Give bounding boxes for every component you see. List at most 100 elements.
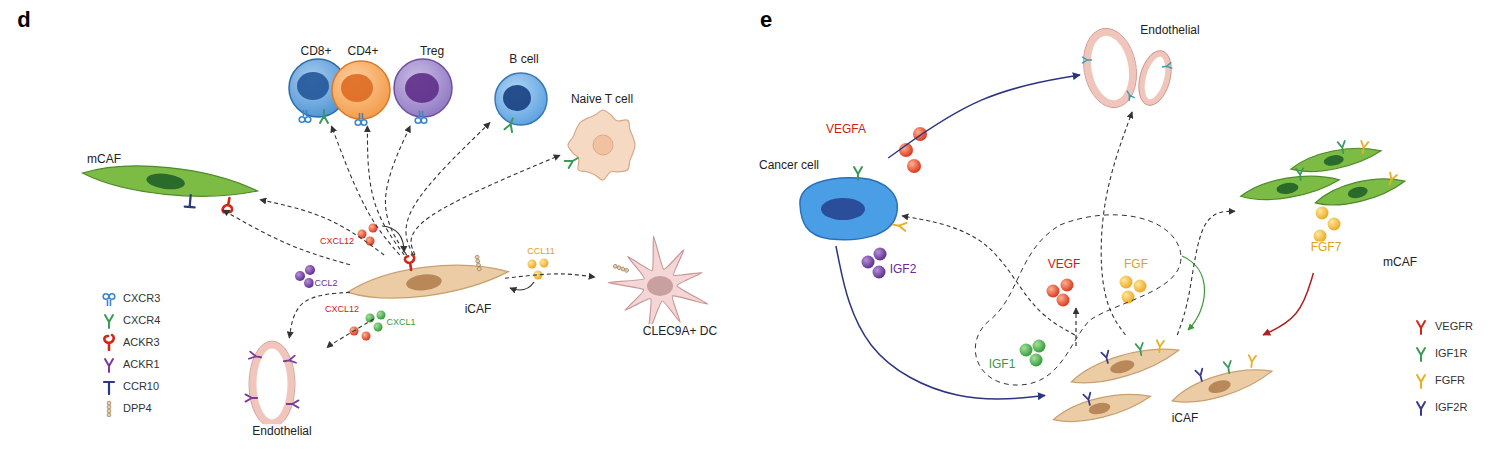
nucleus (1088, 401, 1112, 416)
vessel-wall (1137, 51, 1173, 106)
legend-row: IGF1R (1412, 344, 1467, 362)
vessel-wall (1082, 29, 1138, 108)
ligand-label: IGF1 (988, 358, 1017, 371)
label-holder: IGF1 (988, 358, 1017, 371)
receptor-symbol (1359, 141, 1368, 154)
ligand-label: CCL11 (526, 247, 555, 257)
receptor-symbol (246, 394, 258, 401)
panel-letter: d (16, 8, 31, 32)
ligand-dot (528, 260, 537, 269)
receptor-stroke (1417, 321, 1425, 334)
ligand-label: VEGF (1047, 258, 1082, 271)
nucleus (341, 74, 373, 102)
legend-label: CXCR3 (123, 292, 160, 304)
receptor-stroke (1162, 63, 1172, 70)
ligand-label: FGF (1123, 258, 1149, 271)
label-holder: FGF7 (1310, 241, 1343, 254)
receptor-symbol (105, 359, 113, 372)
ligand-dots (862, 248, 887, 279)
receptor-stroke (108, 300, 111, 306)
receptor-symbol (222, 197, 234, 213)
cell-body (800, 178, 897, 240)
label-holder: IGF2 (889, 263, 918, 276)
receptor-symbol (1386, 173, 1397, 186)
ligand-label: CXCL1 (385, 318, 416, 328)
legend-icon (100, 399, 118, 417)
immune-cell (394, 59, 452, 117)
label-holder: VEGFA (825, 123, 867, 136)
ligand-dot (1057, 294, 1070, 307)
receptor-stroke (287, 400, 299, 407)
signal-arrow (406, 123, 490, 255)
legend-icon (100, 333, 118, 351)
receptor-bead (107, 413, 111, 417)
legend-icon (100, 311, 118, 329)
receptor-stroke (320, 110, 328, 123)
cell-label: Endothelial (1139, 23, 1200, 37)
legend-row: FGFR (1412, 371, 1465, 389)
signal-arrow (836, 246, 1045, 399)
panel-letter: e (759, 8, 773, 32)
immune-cell (332, 61, 390, 119)
cell-node: Endothelial (235, 338, 327, 442)
receptor-bead (107, 409, 111, 413)
ligand-dot (362, 332, 371, 341)
cell-body (1068, 341, 1182, 390)
legend-label: CXCR4 (123, 314, 160, 326)
receptor-lobe (103, 294, 109, 300)
receptor-lobe (109, 294, 115, 300)
ligand-dot (305, 265, 315, 275)
receptor-bead (107, 401, 111, 405)
receptor-symbol (854, 167, 862, 180)
legend-icon (1412, 317, 1430, 335)
receptor-bead (107, 405, 111, 409)
ligand-dot (1134, 280, 1147, 293)
fibroblast-cell (1313, 172, 1407, 210)
receptor-stroke (105, 315, 113, 328)
ligand-dot (907, 159, 921, 173)
nucleus (821, 198, 865, 220)
vessel-edge (1077, 24, 1142, 112)
receptor-stroke (1248, 355, 1256, 367)
legend-label: VEGFR (1435, 320, 1473, 332)
receptor-lobe (305, 117, 311, 123)
receptor-lobe (355, 120, 361, 126)
fibroblast-cell (1289, 143, 1383, 177)
receptor-symbol (104, 382, 114, 394)
legend-icon (1412, 398, 1430, 416)
ligand-dot (862, 256, 875, 269)
receptor-stroke (1224, 361, 1233, 374)
legend-row: DPP4 (100, 399, 152, 417)
legend-label: ACKR3 (123, 336, 160, 348)
receptor-stroke (1417, 402, 1425, 415)
ligand-label: CCL2 (313, 279, 338, 289)
legend-icon (1412, 371, 1430, 389)
cell-label: mCAF (1382, 255, 1418, 269)
receptor-lobe (415, 118, 421, 124)
cancer-cell (800, 178, 897, 240)
legend-icon (1412, 344, 1430, 362)
receptor-stroke (1083, 57, 1092, 63)
receptor-stroke (1338, 141, 1347, 154)
cell-body (332, 61, 390, 119)
legend-icon (100, 289, 118, 307)
receptor-stroke (404, 254, 415, 270)
vessel (1077, 24, 1176, 112)
label-holder: FGF (1123, 258, 1149, 271)
receptor-symbol (565, 155, 580, 168)
receptor-symbol (1417, 402, 1425, 415)
legend-row: ACKR3 (100, 333, 160, 351)
cell-node: iCAF (1045, 335, 1275, 430)
legend-icon (100, 377, 118, 395)
label-holder: CCL2 (313, 279, 338, 289)
signal-arrow (411, 155, 560, 255)
autocrine-arrow (382, 226, 404, 252)
receptor-stroke (104, 335, 113, 350)
legend-row: ACKR1 (100, 355, 160, 373)
ligand-dots (295, 265, 315, 288)
cell-node: iCAF (350, 255, 505, 319)
receptor-symbol (505, 117, 517, 132)
cell-label: iCAF (464, 302, 493, 316)
